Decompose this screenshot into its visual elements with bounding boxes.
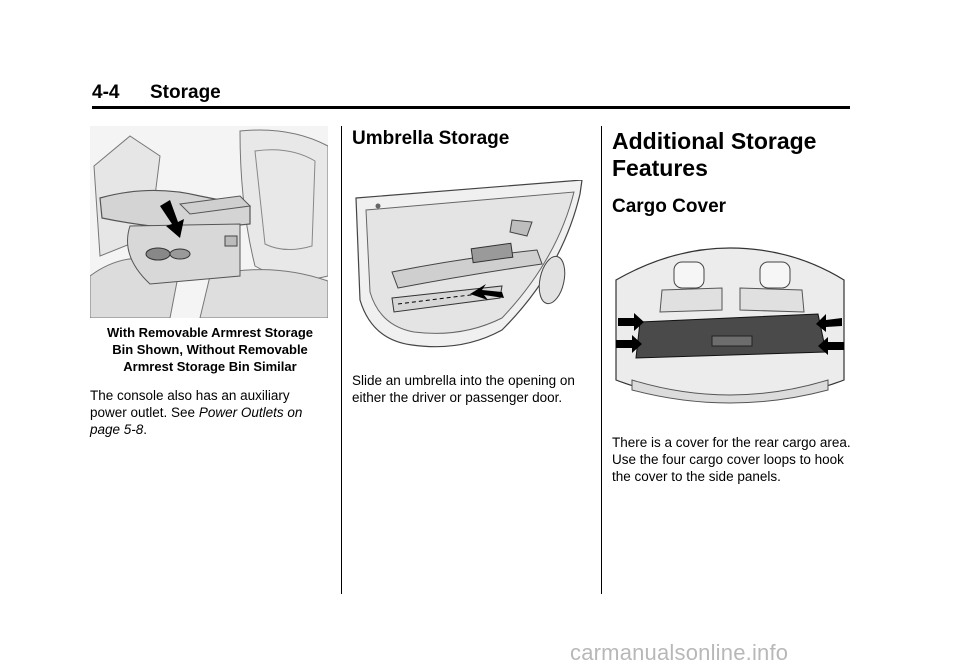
additional-storage-heading: Additional Storage Features	[612, 128, 852, 182]
column-divider	[601, 126, 602, 594]
caption-line: Bin Shown, Without Removable	[112, 342, 308, 357]
column-console: With Removable Armrest Storage Bin Shown…	[90, 126, 330, 438]
cargo-cover-body-text: There is a cover for the rear cargo area…	[612, 435, 851, 484]
body-suffix: .	[143, 422, 148, 437]
column-umbrella: Umbrella Storage Slide an umbrella into …	[352, 126, 592, 406]
heading-line: Features	[612, 155, 708, 181]
caption-line: With Removable Armrest Storage	[106, 325, 313, 340]
umbrella-body-text: Slide an umbrella into the opening on ei…	[352, 373, 575, 405]
cross-reference-link[interactable]: Power Outlets on page 5-8	[90, 405, 303, 437]
umbrella-heading: Umbrella Storage	[352, 128, 510, 149]
cargo-cover-illustration	[612, 240, 848, 418]
cargo-cover-heading: Cargo Cover	[612, 196, 727, 217]
page-number: 4-4	[92, 82, 120, 103]
column-divider	[341, 126, 342, 594]
figure-caption: With Removable Armrest Storage Bin Shown…	[90, 324, 330, 375]
heading-line: Additional Storage	[612, 128, 817, 154]
body-prefix: The console also has an auxiliary power …	[90, 388, 290, 420]
section-title: Storage	[150, 82, 221, 103]
page-header: 4-4 Storage	[92, 80, 850, 109]
console-body-text: The console also has an auxiliary power …	[90, 387, 330, 438]
watermark-url: carmanualsonline.info	[570, 640, 789, 665]
door-panel-illustration	[352, 180, 588, 352]
caption-line: Armrest Storage Bin Similar	[123, 359, 297, 374]
column-additional-storage: Additional Storage Features Cargo Cover …	[612, 126, 852, 485]
console-armrest-illustration	[90, 126, 328, 318]
